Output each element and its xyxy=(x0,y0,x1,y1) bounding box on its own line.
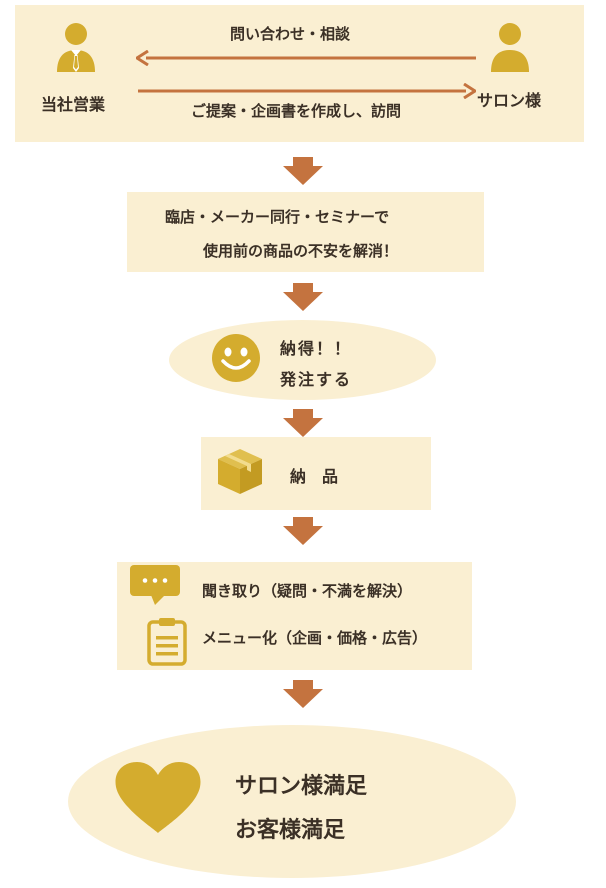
person-suit-icon xyxy=(57,23,95,72)
step3-line2: 発注する xyxy=(280,370,353,389)
arrow-right-icon xyxy=(138,83,476,99)
arrow-down-icon xyxy=(283,283,323,311)
step2-box xyxy=(127,192,484,272)
package-box-icon xyxy=(218,449,262,494)
step3-line1: 納得！！ xyxy=(280,339,353,358)
speech-bubble-icon xyxy=(130,565,180,605)
person-icon xyxy=(491,23,529,72)
heart-icon xyxy=(115,762,201,833)
step2-line1: 臨店・メーカー同行・セミナーで xyxy=(165,208,390,226)
arrow-down-icon xyxy=(283,157,323,185)
inquiry-text: 問い合わせ・相談 xyxy=(230,25,351,43)
smile-icon xyxy=(212,334,260,382)
step6-line1: サロン様満足 xyxy=(235,774,368,799)
step1-box xyxy=(15,5,584,142)
arrow-left-icon xyxy=(136,50,476,66)
arrow-down-icon xyxy=(283,409,323,437)
company-sales-label: 当社営業 xyxy=(41,95,106,114)
delivery-label: 納 品 xyxy=(290,467,339,486)
salon-label: サロン様 xyxy=(477,91,542,110)
arrow-down-icon xyxy=(283,517,323,545)
proposal-text: ご提案・企画書を作成し、訪問 xyxy=(191,102,402,120)
step2-line2: 使用前の商品の不安を解消！ xyxy=(203,242,399,260)
step5-line2: メニュー化（企画・価格・広告） xyxy=(202,629,428,647)
arrow-down-icon xyxy=(283,680,323,708)
step5-line1: 聞き取り（疑問・不満を解決） xyxy=(202,582,413,600)
clipboard-icon xyxy=(147,618,187,666)
step6-line2: お客様満足 xyxy=(235,818,346,843)
